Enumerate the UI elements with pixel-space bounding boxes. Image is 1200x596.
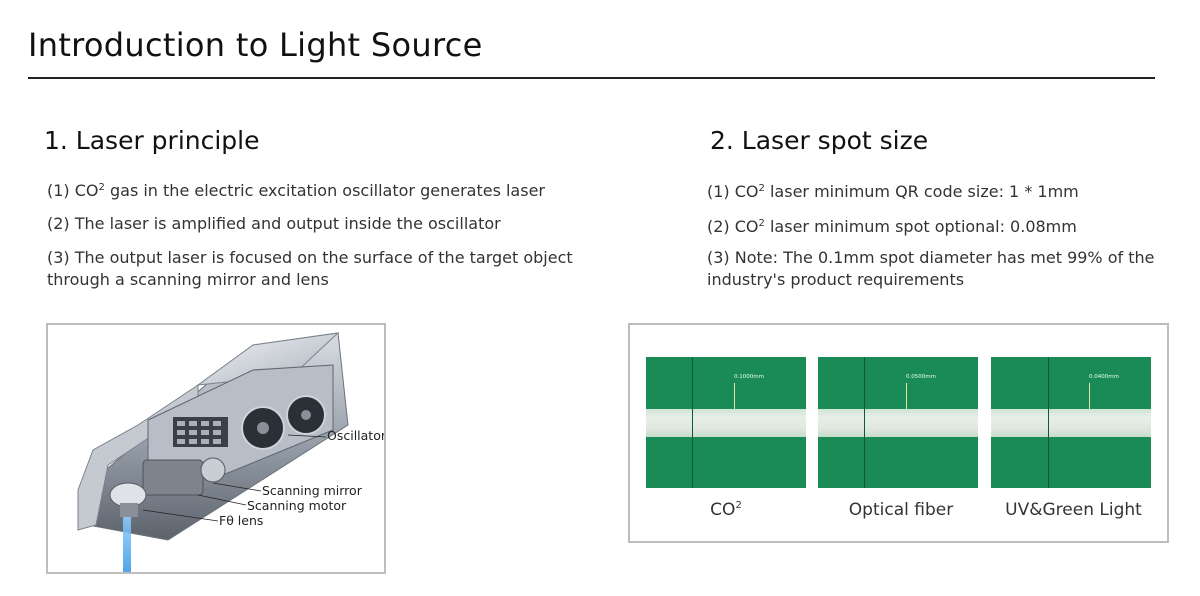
scanning-mirror-label: Scanning mirror [262, 483, 362, 498]
spot-point-1-rest: laser minimum QR code size: 1 * 1mm [764, 182, 1079, 201]
spot-band [646, 409, 806, 437]
spot-measure-optical-fiber: 0.0500mm [906, 374, 936, 380]
spot-measure-tick [906, 383, 907, 409]
spot-panel-uv-green: 0.0400mm [991, 357, 1151, 488]
spot-band [991, 409, 1151, 437]
principle-point-3-line-1: (3) The output laser is focused on the s… [47, 248, 573, 267]
caption-optical-fiber: Optical fiber [848, 500, 954, 520]
spot-guide-line [692, 357, 693, 488]
laser-principle-heading: 1. Laser principle [44, 126, 260, 155]
principle-point-3-line-2: through a scanning mirror and lens [47, 270, 329, 289]
spot-panel-co2: 0.1000mm [646, 357, 806, 488]
spot-measure-tick [734, 383, 735, 409]
spot-point-3-line-1: (3) Note: The 0.1mm spot diameter has me… [707, 248, 1155, 267]
principle-point-1-prefix: (1) CO [47, 181, 99, 200]
spot-point-1-sup: 2 [758, 183, 765, 194]
principle-point-1-rest: gas in the electric excitation oscillato… [104, 181, 545, 200]
f-theta-lens-label: Fθ lens [219, 513, 264, 528]
spot-point-2-sup: 2 [758, 218, 765, 229]
scanning-motor-label: Scanning motor [247, 498, 347, 513]
spot-guide-line [1048, 357, 1049, 488]
spot-point-2-prefix: (2) CO [707, 217, 759, 236]
spot-guide-line [864, 357, 865, 488]
spot-size-figure: 0.1000mm 0.0500mm 0.0400mm CO2 Optical f… [628, 323, 1169, 543]
spot-measure-co2: 0.1000mm [734, 374, 764, 380]
principle-point-2: (2) The laser is amplified and output in… [47, 214, 501, 233]
spot-point-3: (3) Note: The 0.1mm spot diameter has me… [707, 247, 1154, 291]
principle-point-1-sup: 2 [98, 182, 105, 193]
caption-co2-sup: 2 [735, 500, 742, 511]
spot-band [818, 409, 978, 437]
spot-size-heading: 2. Laser spot size [710, 126, 929, 155]
caption-co2: CO2 [646, 500, 806, 520]
spot-point-2-rest: laser minimum spot optional: 0.08mm [764, 217, 1077, 236]
title-divider [28, 77, 1155, 79]
spot-measure-tick [1089, 383, 1090, 409]
oscillator-label: Oscillator [327, 428, 386, 443]
laser-machine-figure: Oscillator Scanning mirror Scanning moto… [46, 323, 386, 574]
spot-point-1-prefix: (1) CO [707, 182, 759, 201]
principle-point-1: (1) CO2 gas in the electric excitation o… [47, 177, 545, 202]
spot-measure-uv-green: 0.0400mm [1089, 374, 1119, 380]
caption-co2-main: CO [710, 500, 736, 520]
laser-machine-illustration [77, 332, 349, 572]
spot-point-2: (2) CO2 laser minimum spot optional: 0.0… [707, 213, 1077, 238]
spot-panel-optical-fiber: 0.0500mm [818, 357, 978, 488]
page-title: Introduction to Light Source [28, 26, 483, 64]
spot-point-1: (1) CO2 laser minimum QR code size: 1 * … [707, 178, 1079, 203]
spot-point-3-line-2: industry's product requirements [707, 270, 965, 289]
principle-point-3: (3) The output laser is focused on the s… [47, 247, 573, 291]
caption-uv-green: UV&Green Light [1005, 500, 1142, 520]
